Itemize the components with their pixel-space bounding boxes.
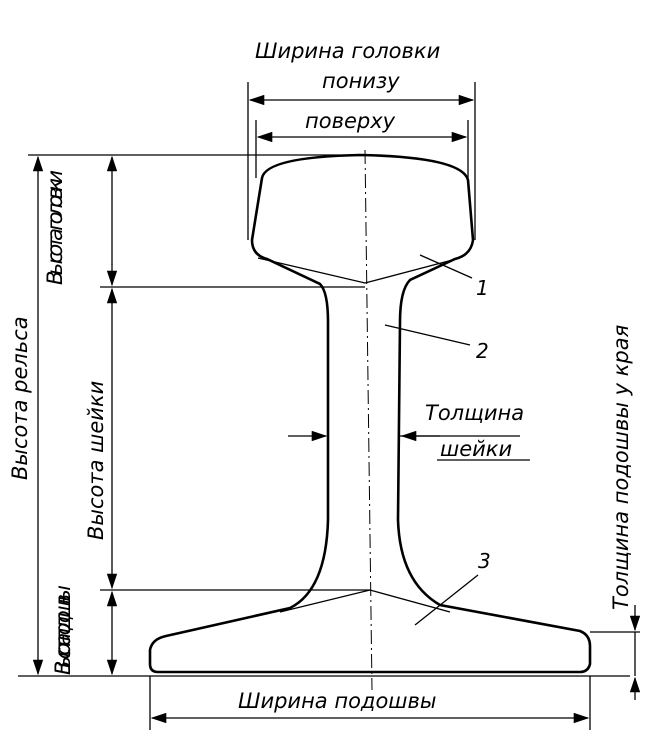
- foot-width-label: Ширина подошвы: [238, 689, 436, 713]
- rail-height-label: Высота рельса: [8, 316, 32, 480]
- head-width-top-label: поверху: [305, 109, 396, 133]
- web-thickness-label: Толщина: [425, 401, 524, 425]
- web-thickness-label-2: шейки: [440, 437, 512, 461]
- head-height-label: Высота головки: [43, 170, 67, 285]
- foot-edge-thickness-label: Толщина подошвы у края: [609, 325, 633, 610]
- foot-height-label: Высота подошвы: [51, 585, 75, 675]
- head-boundary-line: [257, 257, 461, 284]
- head-width-label: Ширина головки: [255, 39, 440, 63]
- callout-1: 1: [476, 276, 489, 300]
- web-height-label: Высота шейки: [84, 381, 108, 540]
- center-axis: [364, 149, 373, 691]
- head-width-bottom-label: понизу: [322, 69, 400, 93]
- rail-profile: [148, 153, 592, 674]
- callout-2: 2: [476, 339, 489, 363]
- callout-3: 3: [478, 549, 491, 573]
